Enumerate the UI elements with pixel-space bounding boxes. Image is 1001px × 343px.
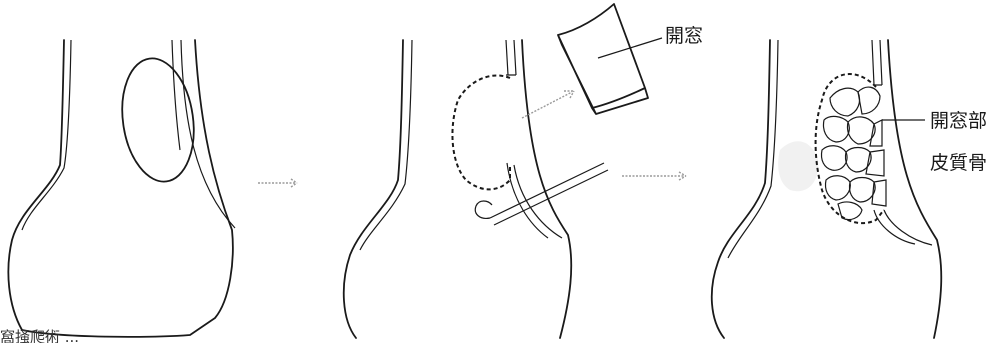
panel-3-inner-cortex-left	[728, 40, 778, 258]
panel-1-inner-cortex-right	[181, 40, 235, 228]
panel-2-window-opening: 開窓	[344, 4, 703, 338]
panel-2-inner-cortex-left	[360, 40, 412, 250]
window-label: 開窓	[665, 25, 703, 47]
panel-1-inner-cortex-right2	[172, 40, 180, 150]
panel-1-bone-outline	[8, 40, 232, 337]
panel-2-window-outline	[452, 75, 510, 189]
panel-2-label-leader	[598, 38, 662, 58]
panel-3-bone-outline	[712, 40, 942, 338]
cortical-bone-label: 皮質骨	[930, 152, 987, 174]
window-part-label: 開窓部	[930, 110, 987, 132]
panel-3-bone-chips	[821, 87, 886, 220]
panel-2-curette	[475, 163, 608, 225]
panel-1-bone-with-lesion	[8, 40, 235, 337]
caption-fragment: 窩掻爬術 ...	[0, 328, 79, 343]
panel-2-bone-outline	[344, 40, 572, 338]
arrow-1	[258, 179, 297, 187]
arrow-2	[622, 172, 686, 180]
panel-2-cortex-right-lower	[507, 163, 562, 238]
panel-2-lift-arrow	[522, 91, 574, 118]
panel-2-window-piece	[558, 4, 648, 114]
panel-3-bone-graft: 開窓部 皮質骨	[712, 40, 987, 338]
panel-2-cortex-right-upper	[506, 40, 516, 75]
panel-3-graft-outline	[816, 74, 884, 223]
